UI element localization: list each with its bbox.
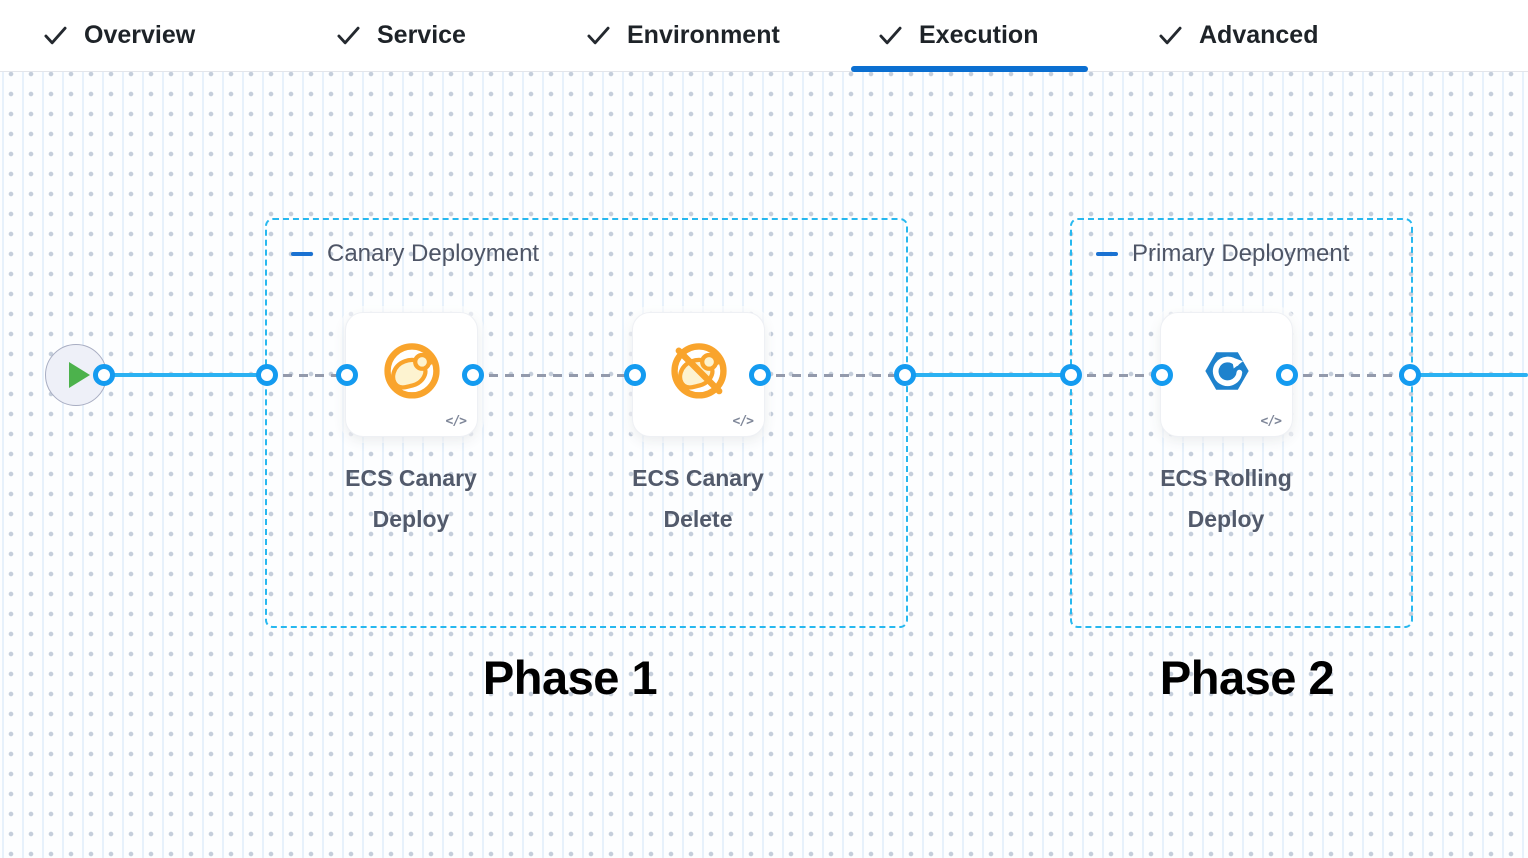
stage-group-canary-deployment[interactable]: Canary Deployment (265, 218, 908, 628)
step-ecs-rolling-deploy[interactable]: </> (1160, 312, 1293, 437)
phase-2-annotation: Phase 2 (1159, 651, 1335, 704)
tab-label: Service (377, 21, 466, 49)
tab-label: Environment (627, 21, 780, 49)
tab-environment[interactable]: Environment (585, 0, 780, 71)
check-icon (44, 26, 67, 45)
phase-1-annotation: Phase 1 (482, 651, 658, 704)
port-node[interactable] (1060, 364, 1082, 386)
stage-config-tabbar: Overview Service Environment Execution A… (0, 0, 1528, 72)
tab-execution[interactable]: Execution (877, 0, 1038, 71)
collapse-minus-icon[interactable] (1096, 251, 1118, 257)
port-node[interactable] (256, 364, 278, 386)
check-icon (337, 26, 360, 45)
check-icon (879, 26, 902, 45)
play-icon (69, 362, 90, 388)
tab-advanced[interactable]: Advanced (1157, 0, 1318, 71)
check-icon (587, 26, 610, 45)
pipeline-canvas[interactable]: Canary Deployment Primary Deployment </>… (0, 72, 1528, 858)
port-node[interactable] (1276, 364, 1298, 386)
connector-line-dashed (1071, 374, 1162, 377)
port-node[interactable] (93, 364, 115, 386)
tab-overview[interactable]: Overview (42, 0, 195, 71)
port-node[interactable] (336, 364, 358, 386)
tab-label: Overview (84, 21, 196, 49)
code-icon[interactable]: </> (732, 414, 755, 429)
code-icon[interactable]: </> (1260, 414, 1283, 429)
stage-group-primary-deployment[interactable]: Primary Deployment (1070, 218, 1413, 628)
group-header: Canary Deployment (291, 240, 539, 268)
connector-line-dashed (267, 374, 347, 377)
step-label: ECS Rolling Deploy (1160, 465, 1292, 533)
tab-label: Advanced (1199, 21, 1319, 49)
port-node[interactable] (749, 364, 771, 386)
step-ecs-canary-delete[interactable]: </> (632, 312, 765, 437)
group-header: Primary Deployment (1096, 240, 1349, 268)
step-label: ECS Canary Delete (632, 465, 764, 533)
connector-line (104, 373, 268, 377)
collapse-minus-icon[interactable] (291, 251, 313, 257)
group-title: Primary Deployment (1132, 240, 1350, 267)
tab-service[interactable]: Service (335, 0, 466, 71)
check-icon (1159, 26, 1182, 45)
ecs-canary-delete-icon (670, 342, 727, 399)
connector-line-dashed (1287, 374, 1410, 377)
port-node[interactable] (624, 364, 646, 386)
connector-line (1410, 373, 1528, 377)
port-node[interactable] (894, 364, 916, 386)
connector-line-dashed (760, 374, 905, 377)
tab-label: Execution (919, 21, 1039, 49)
code-icon[interactable]: </> (445, 414, 468, 429)
step-label: ECS Canary Deploy (345, 465, 477, 533)
active-tab-underline (851, 66, 1088, 72)
port-node[interactable] (1151, 364, 1173, 386)
connector-line (905, 373, 1072, 377)
step-ecs-canary-deploy[interactable]: </> (345, 312, 478, 437)
connector-line-dashed (473, 374, 635, 377)
ecs-rolling-deploy-icon (1204, 351, 1249, 390)
ecs-canary-deploy-icon (383, 342, 440, 399)
group-title: Canary Deployment (327, 240, 540, 267)
port-node[interactable] (1399, 364, 1421, 386)
port-node[interactable] (462, 364, 484, 386)
